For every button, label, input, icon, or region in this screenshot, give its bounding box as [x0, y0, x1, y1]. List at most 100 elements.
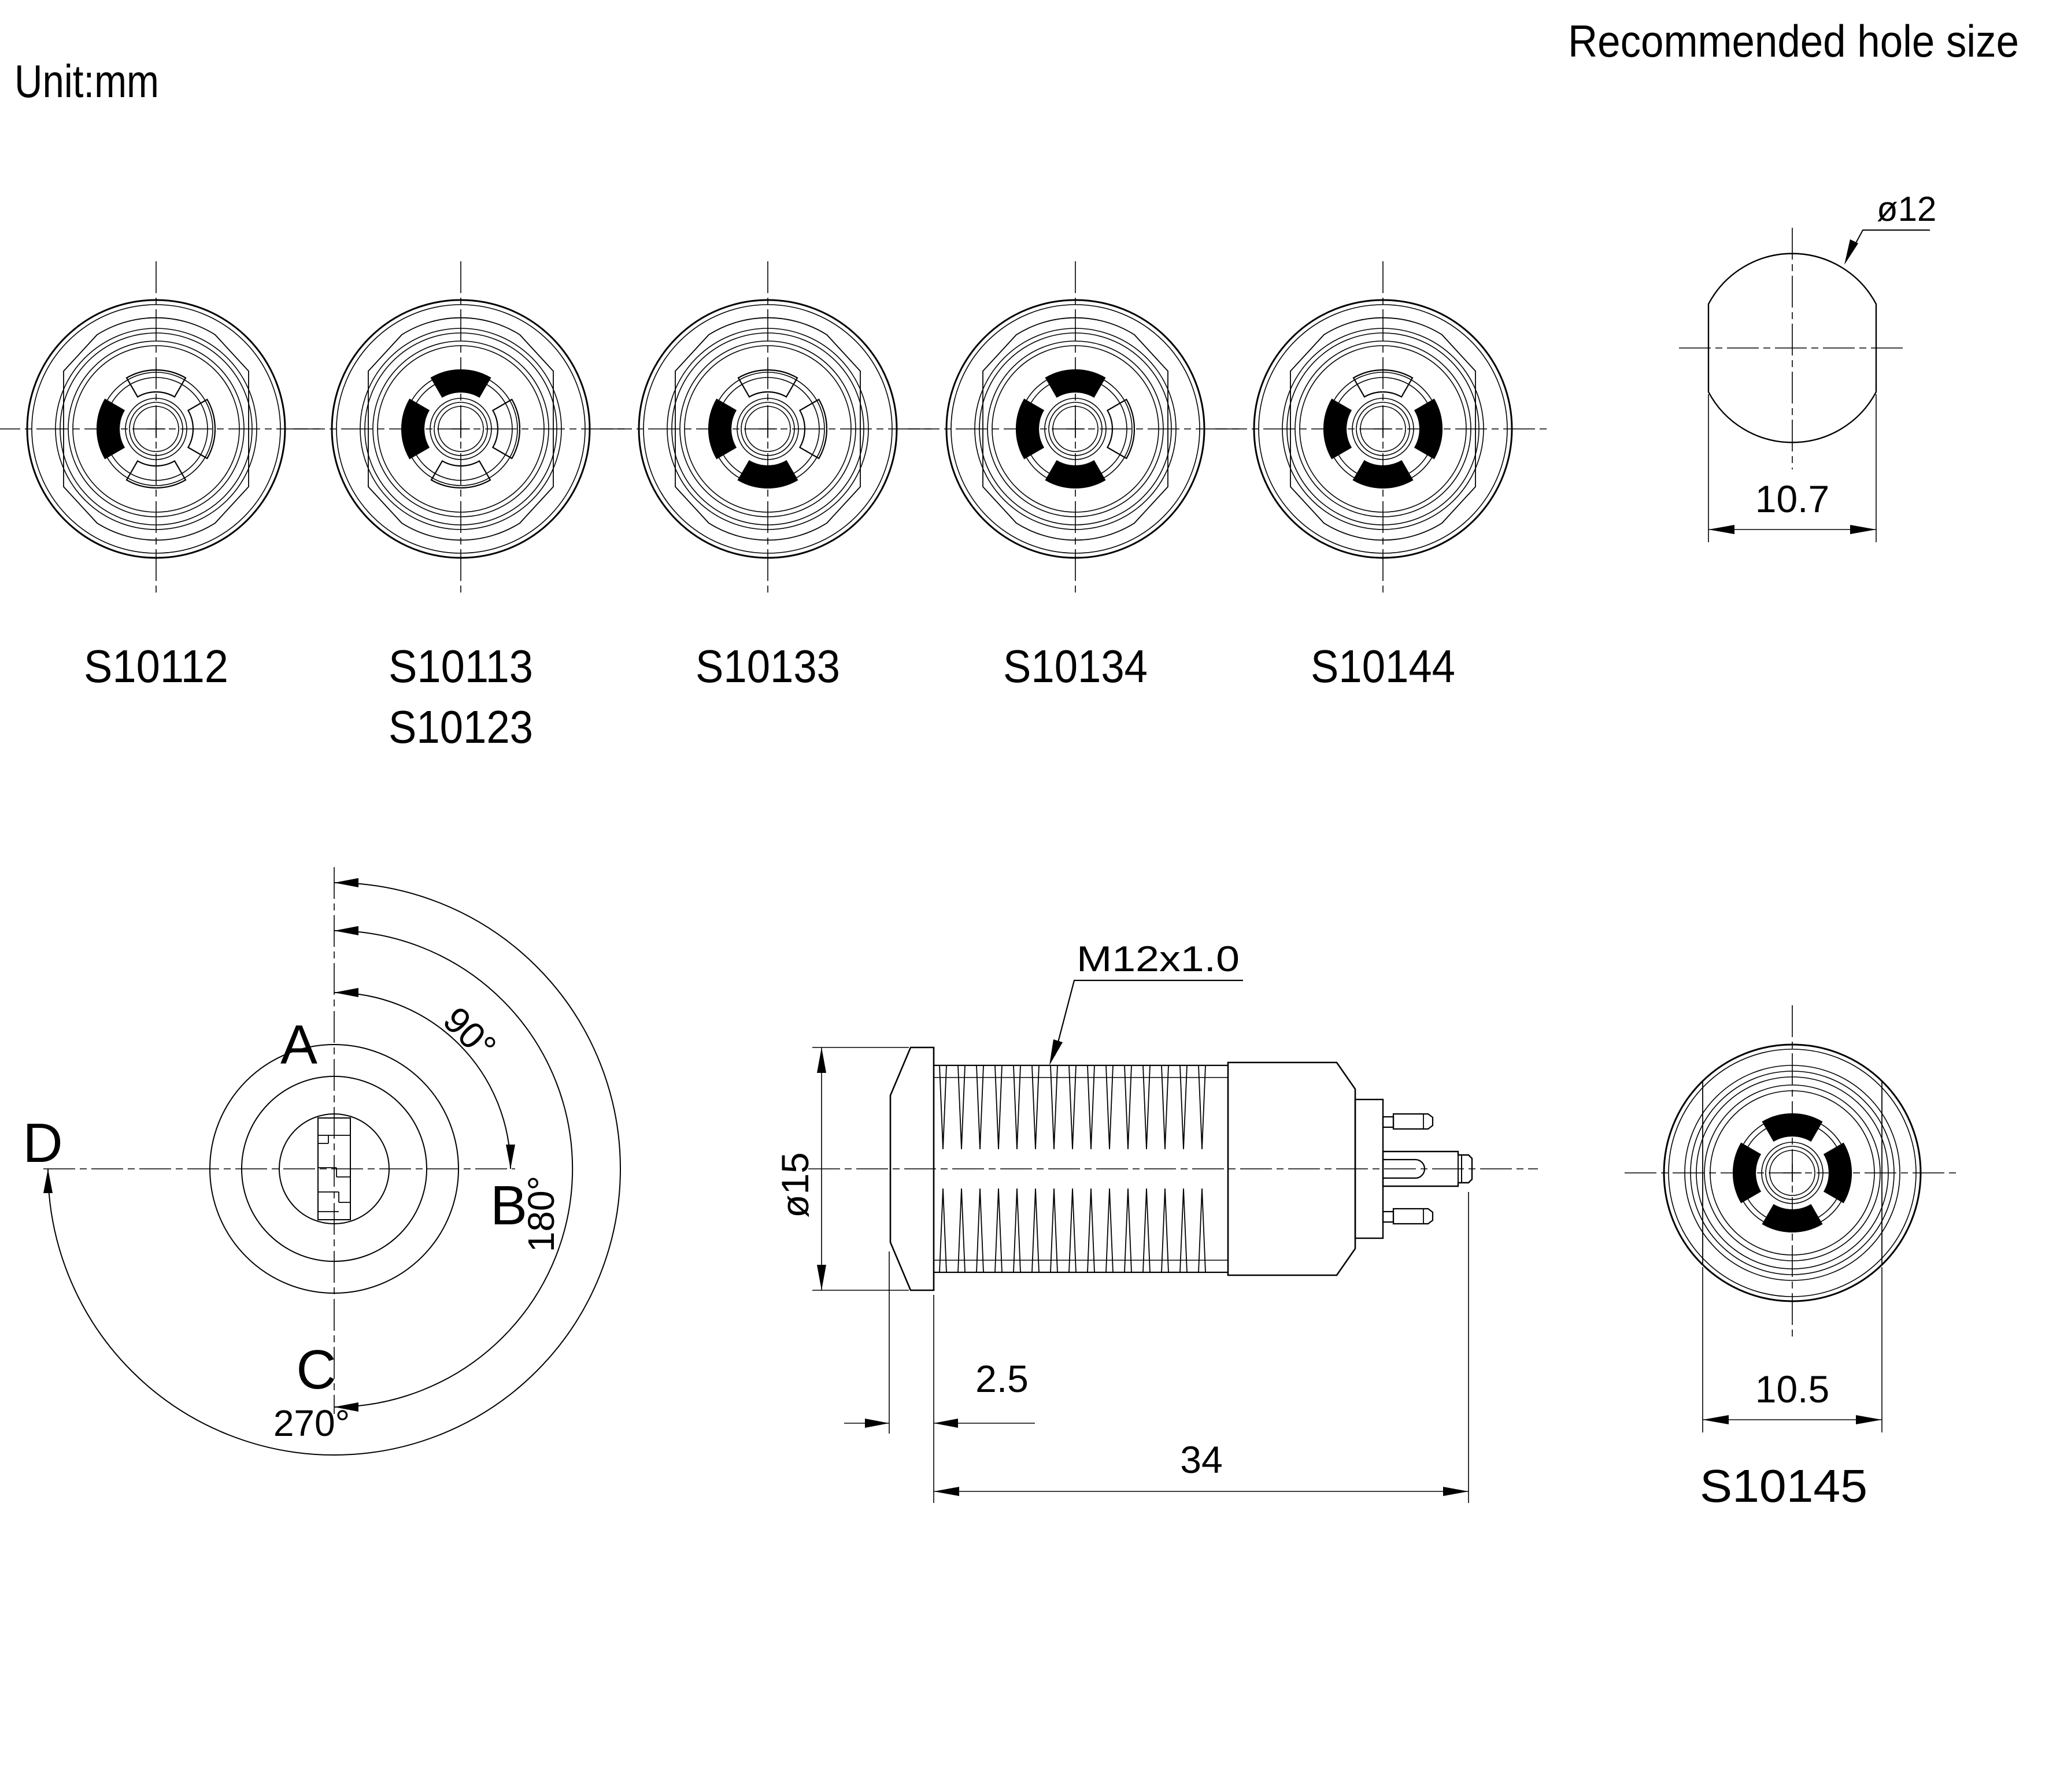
position-a-label: A — [280, 1014, 317, 1076]
hole-size-diagram: ø12 10.7 — [1679, 190, 1936, 542]
center-cross-tick — [1374, 420, 1392, 438]
indicator-window-top — [1352, 369, 1414, 398]
dimension-34: 34 — [1180, 1438, 1222, 1481]
arc-90-arrow-top — [334, 988, 358, 997]
side-view: M12x1.0 ø15 2.5 34 — [774, 939, 1538, 1503]
bezel-ring — [1690, 1071, 1895, 1275]
dimension-phi15: ø15 — [774, 1152, 816, 1218]
part-number-s10113: S10113 — [389, 640, 533, 692]
indicator-window-right — [187, 398, 216, 460]
rotation-angle-diagram: A B C D 90° 180° 270° — [23, 867, 621, 1456]
arc-270-arrow-top — [334, 878, 358, 887]
indicator-window-left-filled — [97, 398, 125, 460]
dim-phi15-arrow-bottom — [817, 1265, 826, 1290]
arc-270-arrow-left — [43, 1169, 53, 1193]
position-b-label: B — [490, 1175, 527, 1236]
bezel-ring — [1696, 1076, 1889, 1269]
unit-label: Unit:mm — [14, 55, 159, 107]
front-view-dial-5 — [1215, 261, 1551, 597]
angle-270-label: 270° — [273, 1402, 350, 1444]
phi12-leader-arrowhead — [1844, 239, 1858, 265]
bezel-ring — [1684, 1065, 1900, 1281]
indicator-window-bottom — [430, 460, 491, 488]
front-view-dial-4 — [908, 261, 1243, 597]
bottom-terminal-pin — [1392, 1208, 1434, 1225]
hole-section-title: Recommended hole size — [1568, 16, 2019, 66]
bezel-ring — [679, 340, 856, 517]
thread-spec-label: M12x1.0 — [1077, 939, 1240, 979]
bezel-ring — [1761, 1142, 1824, 1204]
bezel-ring — [643, 304, 893, 554]
part-number-s10112: S10112 — [84, 640, 228, 692]
indicator-window-top-filled — [1045, 369, 1106, 398]
front-view-dial-1 — [0, 261, 324, 597]
part-number-labels: S10112 S10113 S10123 S10133 S10134 S1014… — [84, 640, 1455, 753]
bezel-ring — [745, 406, 791, 452]
bezel-ring — [737, 398, 799, 460]
indicator-window-right — [798, 398, 827, 460]
arc-180-arrow-bottom — [334, 1402, 358, 1412]
indicator-window-bottom — [125, 460, 187, 488]
phi12-leader — [1847, 229, 1930, 258]
indicator-window-bottom-filled — [1045, 460, 1106, 488]
bezel-ring — [1048, 402, 1103, 456]
bezel-ring — [26, 299, 286, 559]
double-d-flat-outline — [368, 317, 554, 541]
top-pin-stub — [1382, 1116, 1395, 1128]
bottom-pin-stub — [1382, 1210, 1395, 1223]
arc-90 — [334, 992, 511, 1169]
indicator-window-left-filled — [1733, 1142, 1762, 1204]
thread-spec-leader — [1053, 979, 1243, 1056]
bezel-ring — [950, 304, 1200, 554]
bezel-ring — [1253, 299, 1513, 559]
indicator-window-bottom-filled — [1762, 1204, 1823, 1232]
indicator-window-top-filled — [430, 369, 491, 398]
bezel-ring — [1710, 1090, 1875, 1256]
center-cross-tick — [147, 420, 165, 438]
bezel-ring — [1286, 332, 1480, 525]
indicator-window-right — [1106, 398, 1135, 460]
bezel-ring — [331, 299, 591, 559]
bezel-ring — [1765, 1146, 1819, 1200]
indicator-window-top — [737, 369, 798, 398]
double-d-flat-outline — [1290, 317, 1476, 541]
bezel-ring — [979, 332, 1172, 525]
dim-10-5-arrow-left — [1703, 1415, 1729, 1424]
bezel-ring — [434, 402, 488, 456]
bezel-ring — [992, 345, 1159, 513]
bezel-ring — [1360, 406, 1406, 452]
bezel-ring — [638, 299, 898, 559]
position-c-label: C — [296, 1339, 336, 1401]
bezel-ring — [1258, 304, 1508, 554]
arc-270 — [47, 882, 621, 1456]
dimension-2-5: 2.5 — [975, 1357, 1029, 1400]
bezel-ring — [1663, 1043, 1922, 1302]
dim-10-5-arrow-right — [1856, 1415, 1882, 1424]
bezel-ring — [1044, 398, 1107, 460]
bezel-ring — [684, 345, 852, 513]
threaded-body — [934, 1064, 1228, 1273]
bezel-ring — [360, 328, 562, 530]
indicator-window-left-filled — [1323, 398, 1352, 460]
center-cross-tick — [1066, 420, 1085, 438]
indicator-window-left-filled — [1016, 398, 1045, 460]
bezel-ring — [72, 345, 240, 513]
bezel-ring — [1295, 340, 1471, 517]
dim-34-arrow-right — [1443, 1487, 1469, 1496]
double-d-flat-outline — [982, 317, 1168, 541]
indicator-window-left-filled — [708, 398, 737, 460]
top-terminal-pin — [1392, 1113, 1434, 1130]
bezel-ring — [430, 398, 492, 460]
thread-spec-arrowhead — [1049, 1039, 1063, 1065]
dim-34-arrow-left — [934, 1487, 959, 1496]
thread-root-lines — [934, 1077, 1228, 1261]
part-number-s10133: S10133 — [696, 640, 840, 692]
arc-90-arrow-right — [506, 1145, 515, 1169]
dim-10-7-arrow-right — [1850, 525, 1876, 534]
part-number-s10145: S10145 — [1700, 1460, 1867, 1512]
center-cross-tick — [759, 420, 777, 438]
switch-body-outline — [1227, 1061, 1356, 1276]
center-cross-tick — [1783, 1164, 1802, 1182]
dim-10-7-arrow-left — [1708, 525, 1734, 534]
